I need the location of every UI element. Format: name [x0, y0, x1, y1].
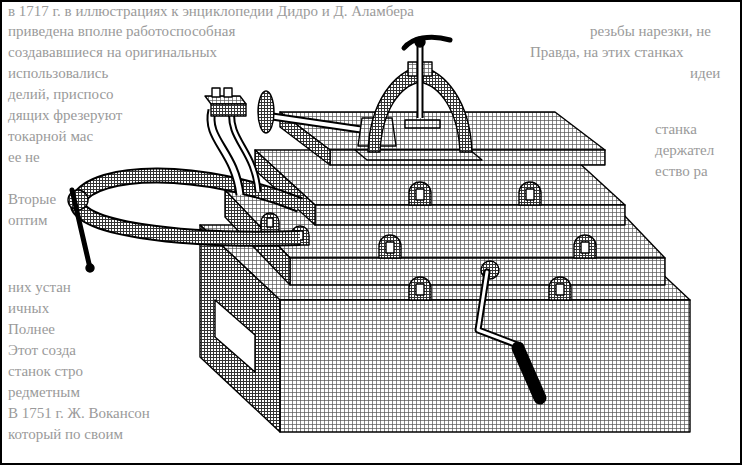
- background-text: редметным: [8, 383, 80, 401]
- background-text: ичных: [8, 299, 49, 317]
- background-text: ество ра: [655, 162, 708, 180]
- background-text: оптим: [8, 211, 48, 229]
- background-text: приведена вполне работоспособная: [8, 22, 235, 40]
- background-text: станок стро: [8, 362, 83, 380]
- background-text: Правда, на этих станках: [530, 43, 684, 61]
- background-text: идеи: [690, 64, 720, 82]
- background-text: Полнее: [8, 320, 55, 338]
- background-text: станка: [655, 120, 697, 138]
- background-text: ее не: [8, 148, 40, 166]
- background-text: который по своим: [8, 425, 123, 443]
- background-text: в 1717 г. в иллюстрациях к энциклопедии …: [8, 2, 414, 20]
- background-text: Этот созда: [8, 341, 76, 359]
- background-text: делий, приспосо: [8, 85, 114, 103]
- background-text: В 1751 г. Ж. Вокансон: [8, 404, 150, 422]
- background-text: токарной мас: [8, 127, 93, 145]
- background-text: них устан: [8, 278, 71, 296]
- background-text: держател: [655, 141, 714, 159]
- background-text: использовались: [8, 64, 108, 82]
- background-text: Вторые: [8, 190, 56, 208]
- background-text: создававшиеся на оригинальных: [8, 43, 217, 61]
- background-text: резьбы нарезки, не: [590, 22, 711, 40]
- background-text: дящих фрезеруют: [8, 106, 122, 124]
